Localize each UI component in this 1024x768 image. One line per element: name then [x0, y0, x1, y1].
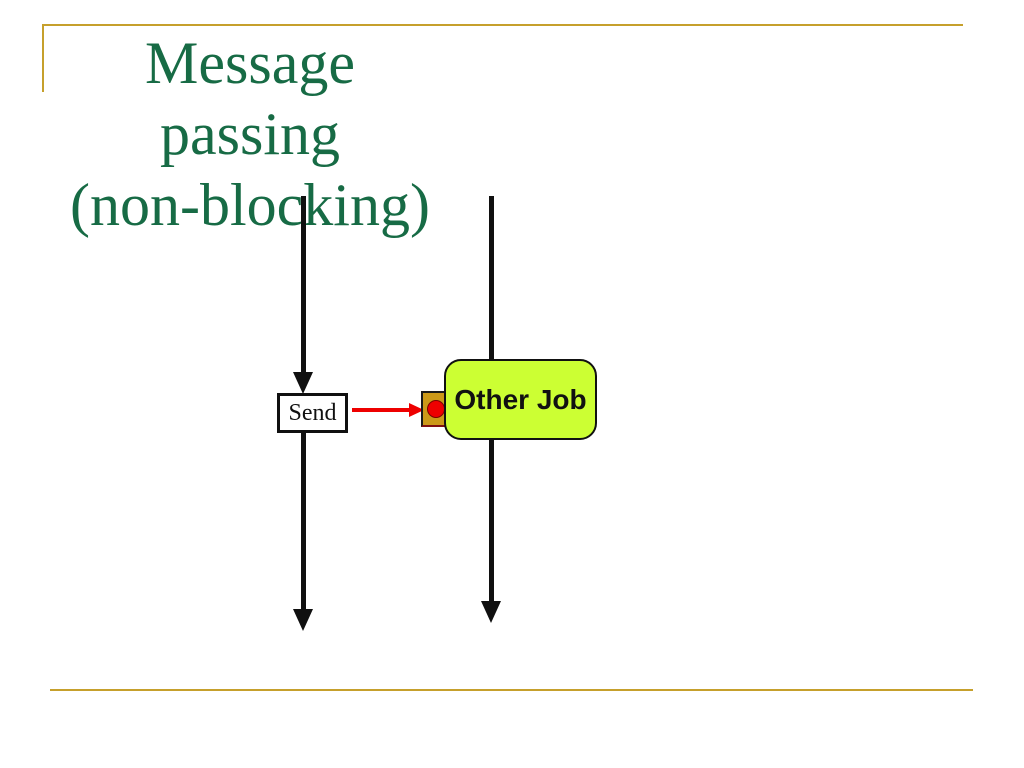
message-arrow-shaft: [352, 408, 410, 412]
message-arrow-head: [409, 403, 424, 417]
receiver-timeline-end-arrowhead: [481, 601, 501, 623]
slide-title-line1: Message passing: [145, 30, 355, 167]
slide-title-line2: (non-blocking): [70, 172, 430, 238]
other-job-label: Other Job: [454, 383, 587, 415]
other-job-box: Other Job: [444, 359, 597, 440]
sender-timeline-end-arrowhead: [293, 609, 313, 631]
send-box: Send: [277, 393, 348, 433]
sender-timeline-upper: [301, 196, 306, 372]
sender-timeline-lower: [301, 433, 306, 609]
slide-title: Message passing (non-blocking): [50, 28, 450, 241]
send-label: Send: [288, 399, 337, 426]
receive-port-dot: [427, 400, 445, 418]
bottom-accent-line: [50, 689, 973, 691]
top-accent-line: [42, 24, 963, 26]
left-accent-line: [42, 24, 44, 92]
sender-timeline-arrowhead-into-send: [293, 372, 313, 394]
